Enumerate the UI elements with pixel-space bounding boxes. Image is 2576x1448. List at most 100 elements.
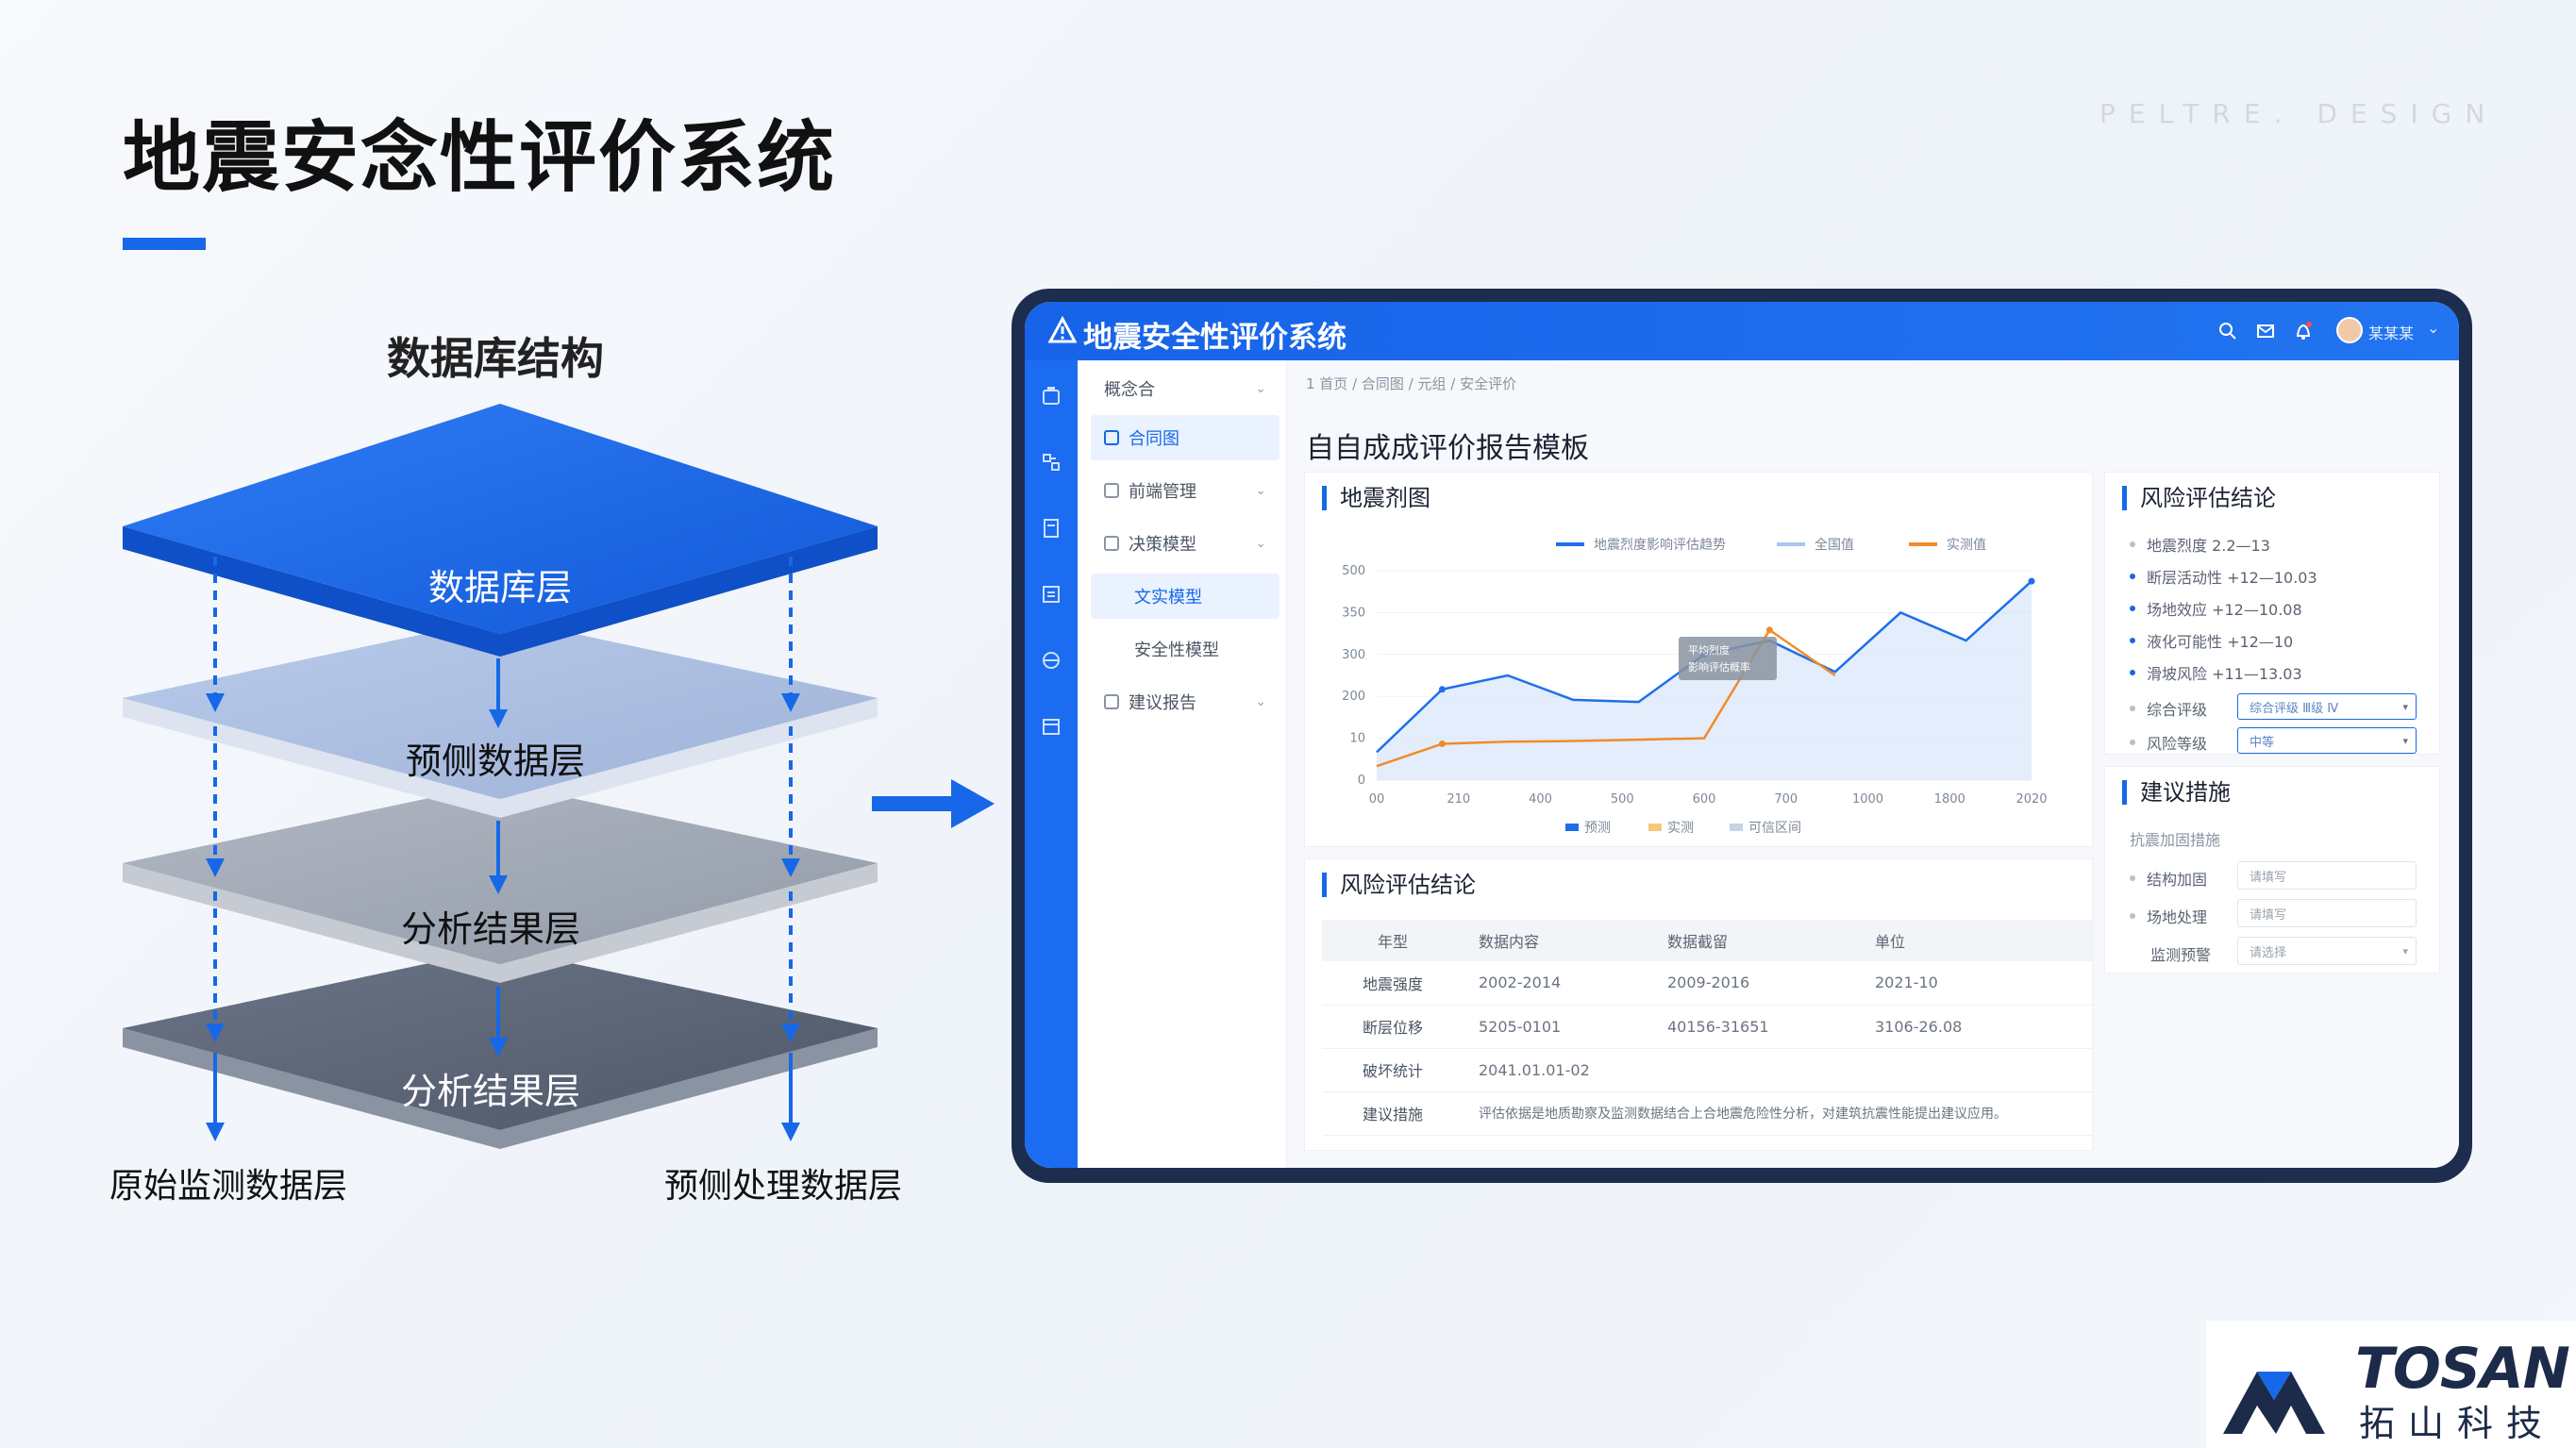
chevron-down-icon: ▾ bbox=[2402, 944, 2408, 957]
bullet-dot bbox=[2130, 541, 2135, 547]
risk-item: 场地效应 +12—10.08 bbox=[2130, 597, 2302, 620]
model-icon bbox=[1104, 536, 1119, 551]
x-tick-label: 600 bbox=[1693, 792, 1716, 807]
structure-input[interactable]: 请填写 bbox=[2237, 861, 2417, 890]
sidebar-item-contract-map[interactable]: 合同图 bbox=[1091, 415, 1280, 460]
legend-label: 全国值 bbox=[1815, 537, 1854, 553]
sidebar: 概念合⌄ 合同图 前端管理⌄ 决策模型⌄ 文实模型 安全性模型 建议报告⌄ bbox=[1078, 360, 1287, 1168]
table-cell: 3106-26.08 bbox=[1860, 1005, 2094, 1049]
risk-item: 地震烈度 2.2—13 bbox=[2130, 533, 2270, 556]
field-label: 监测预警 bbox=[2150, 946, 2212, 964]
chevron-down-icon: ⌄ bbox=[1255, 483, 1266, 498]
chevron-down-icon: ⌄ bbox=[1255, 536, 1266, 551]
title-underline bbox=[123, 238, 206, 250]
chevron-down-icon[interactable]: ⌄ bbox=[2427, 319, 2440, 337]
app-header: 地震安全性评价系统 某某某 ⌄ bbox=[1025, 302, 2459, 360]
site-input[interactable]: 请填写 bbox=[2237, 899, 2417, 927]
table-row: 建议措施 评估依据是地质勘察及监测数据结合上合地震危险性分析，对建筑抗震性能提出… bbox=[1322, 1091, 2094, 1136]
sidebar-item-overview[interactable]: 概念合⌄ bbox=[1091, 366, 1280, 411]
legend-swatch bbox=[1730, 824, 1743, 831]
risk-card: 风险评估结论 地震烈度 2.2—13 断层活动性 +12—10.03 场地效应 … bbox=[2104, 472, 2440, 755]
chart-tooltip bbox=[1679, 637, 1777, 680]
document-icon[interactable] bbox=[1040, 517, 1062, 540]
x-tick-label: 1000 bbox=[1852, 792, 1883, 807]
x-tick-label: 1800 bbox=[1934, 792, 1965, 807]
preprocess-label: 预侧处理数据层 bbox=[664, 1167, 903, 1206]
home-icon[interactable] bbox=[1040, 385, 1062, 408]
x-tick-label: 500 bbox=[1611, 792, 1634, 807]
y-tick-label: 0 bbox=[1358, 774, 1365, 788]
brand-name: TOSAN bbox=[2355, 1336, 2570, 1402]
tooltip-text: 影响评估概率 bbox=[1688, 660, 1750, 674]
bullet-dot bbox=[2130, 875, 2135, 881]
breadcrumb: 1 首页 / 合同图 / 元组 / 安全评价 bbox=[1306, 375, 1517, 392]
bullet-dot bbox=[2130, 913, 2135, 919]
table-row: 地震强度 2002-2014 2009-2016 2021-10 bbox=[1322, 961, 2094, 1006]
sidebar-item-report[interactable]: 建议报告⌄ bbox=[1091, 679, 1280, 724]
table-card-title: 风险评估结论 bbox=[1322, 873, 1476, 897]
sidebar-item-label: 概念合 bbox=[1104, 380, 1155, 400]
calendar-icon[interactable] bbox=[1040, 715, 1062, 738]
bullet-dot bbox=[2130, 740, 2135, 745]
bell-icon[interactable] bbox=[2293, 321, 2314, 341]
report-icon bbox=[1104, 694, 1119, 709]
diagram-title: 数据库结构 bbox=[387, 333, 604, 384]
x-tick-label: 00 bbox=[1369, 792, 1385, 807]
sidebar-subitem-entity-model[interactable]: 文实模型 bbox=[1091, 574, 1280, 619]
app-screen: 地震安全性评价系统 某某某 ⌄ 概念合⌄ 合同图 前端管理⌄ 决策模型⌄ 文实模… bbox=[1025, 302, 2459, 1168]
table-cell: 断层位移 bbox=[1322, 1005, 1464, 1049]
table-cell: 评估依据是地质勘察及监测数据结合上合地震危险性分析，对建筑抗震性能提出建议应用。 bbox=[1464, 1091, 2094, 1136]
icon-rail bbox=[1025, 360, 1078, 1168]
risk-item-text: 场地效应 +12—10.08 bbox=[2147, 601, 2302, 619]
report-icon[interactable] bbox=[1040, 583, 1062, 606]
legend-swatch bbox=[1565, 824, 1579, 831]
chevron-down-icon: ▾ bbox=[2402, 700, 2408, 713]
field-placeholder: 请填写 bbox=[2250, 907, 2287, 923]
layer-stack-diagram: 分析结果层 分析结果层 预侧数据层 数据库层 bbox=[123, 404, 878, 1149]
bullet-dot bbox=[2130, 606, 2135, 611]
sidebar-subitem-safety-model[interactable]: 安全性模型 bbox=[1091, 626, 1280, 672]
table-cell: 2041.01.01-02 bbox=[1464, 1048, 2094, 1092]
legend-label: 实测值 bbox=[1947, 538, 1986, 553]
data-point bbox=[2028, 577, 2035, 585]
main-content: 1 首页 / 合同图 / 元组 / 安全评价 自自成成评价报告模板 地震剂图 0… bbox=[1287, 360, 2459, 1168]
tooltip-text: 平均烈度 bbox=[1688, 643, 1730, 657]
mail-icon[interactable] bbox=[2255, 321, 2276, 341]
sidebar-item-decision-model[interactable]: 决策模型⌄ bbox=[1091, 521, 1280, 566]
sidebar-item-frontend[interactable]: 前端管理⌄ bbox=[1091, 468, 1280, 513]
table-row: 断层位移 5205-0101 40156-31651 3106-26.08 bbox=[1322, 1005, 2094, 1049]
globe-icon[interactable] bbox=[1040, 649, 1062, 672]
bullet-dot bbox=[2130, 574, 2135, 579]
table-card: 风险评估结论 年型 数据内容 数据截留 单位 地震强度 2002-2014 20… bbox=[1304, 858, 2094, 1151]
risk-card-title: 风险评估结论 bbox=[2122, 486, 2276, 510]
user-name[interactable]: 某某某 bbox=[2368, 325, 2415, 342]
avatar[interactable] bbox=[2336, 317, 2363, 343]
layer-2-label: 预侧数据层 bbox=[406, 741, 585, 782]
dataset-icon[interactable] bbox=[1040, 451, 1062, 474]
table-header: 数据截留 bbox=[1652, 920, 1860, 961]
brand-chinese-name: 拓山科技 bbox=[2359, 1403, 2556, 1444]
rating-select[interactable]: 综合评级 Ⅲ级 Ⅳ▾ bbox=[2237, 693, 2417, 720]
risk-item: 液化可能性 +12—10 bbox=[2130, 629, 2293, 652]
sidebar-item-label: 合同图 bbox=[1129, 429, 1179, 449]
bullet-dot bbox=[2130, 670, 2135, 675]
layer-3-label: 分析结果层 bbox=[401, 908, 580, 950]
table-header: 年型 bbox=[1322, 920, 1464, 961]
x-tick-label: 700 bbox=[1774, 792, 1798, 807]
y-tick-label: 300 bbox=[1342, 648, 1365, 662]
sidebar-item-label: 文实模型 bbox=[1134, 588, 1202, 607]
layer-4-label: 分析结果层 bbox=[401, 1071, 580, 1112]
bullet-dot bbox=[2130, 706, 2135, 711]
risk-item-text: 断层活动性 +12—10.03 bbox=[2147, 569, 2317, 587]
suggestion-field-row: 结构加固 bbox=[2130, 867, 2207, 890]
search-icon[interactable] bbox=[2217, 321, 2238, 341]
right-arrow-icon bbox=[872, 779, 995, 828]
field-label: 场地处理 bbox=[2147, 908, 2208, 926]
select-label: 风险等级 bbox=[2147, 735, 2208, 753]
x-tick-label: 2020 bbox=[2016, 792, 2047, 807]
legend-label: 预测 bbox=[1584, 821, 1611, 836]
y-tick-label: 10 bbox=[1349, 732, 1365, 746]
monitor-select[interactable]: 请选择▾ bbox=[2237, 937, 2417, 965]
risk-level-select[interactable]: 中等▾ bbox=[2237, 727, 2417, 754]
